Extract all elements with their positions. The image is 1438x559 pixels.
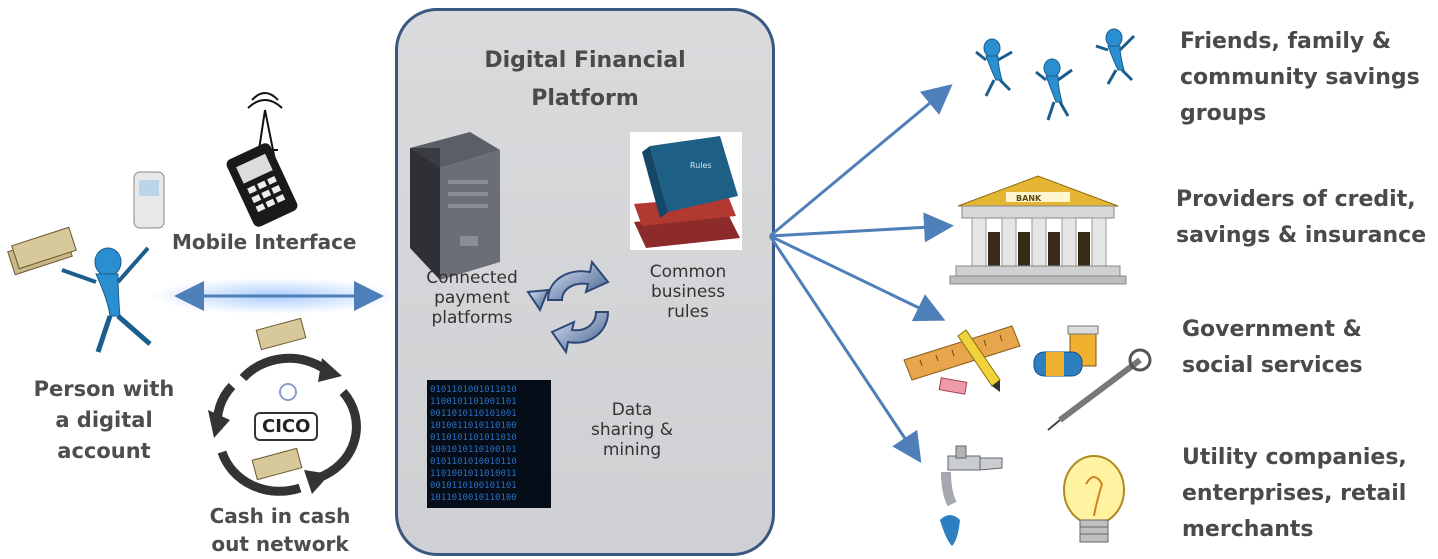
person-label: Person with a digital account [14,374,194,467]
server-icon [410,132,500,280]
medicine-icon [1033,325,1152,431]
government-label: Government & social services [1182,312,1363,384]
savings-groups-line2: community savings [1180,65,1420,90]
binary-data-icon: 0101101001011010 1100101101001101 001101… [427,380,551,508]
savings-groups-line3: groups [1180,101,1267,126]
rules-label-line1: Common [649,262,727,282]
cash-network-label: Cash in cash out network [180,502,380,558]
payment-label-line1: Connected [426,268,518,288]
svg-text:0110101101011010: 0110101101011010 [430,433,517,443]
platform-title: Digital Financial Platform [395,42,775,118]
data-label-line1: Data [611,400,653,420]
book-icon: Rules [630,132,742,250]
svg-text:1101001011010011: 1101001011010011 [430,469,517,479]
business-rules-label: Common business rules [628,262,748,322]
data-label-line2: sharing & [591,420,673,440]
utilities-line2: enterprises, retail [1182,481,1407,506]
arrow-to-utilities [768,235,922,463]
government-line1: Government & [1182,317,1362,342]
phone-icon [133,143,298,229]
svg-text:0101101001011010: 0101101001011010 [430,385,517,395]
faucet-icon [940,445,1003,546]
providers-line1: Providers of credit, [1176,187,1416,212]
utilities-line3: merchants [1182,517,1314,542]
cico-badge: CICO [254,412,319,441]
utilities-label: Utility companies, enterprises, retail m… [1182,440,1407,548]
savings-groups-label: Friends, family & community savings grou… [1180,24,1420,132]
payment-label-line2: payment [434,288,510,308]
people-icon [975,28,1136,121]
cash-network-line1: Cash in cash [209,504,351,528]
rules-label-line3: rules [667,302,709,322]
svg-text:1001010110100101: 1001010110100101 [430,445,517,455]
person-label-line2: a digital [55,408,153,432]
svg-text:0011010110101001: 0011010110101001 [430,409,517,419]
svg-text:1100101101001101: 1100101101001101 [430,397,517,407]
person-icon [61,246,152,353]
financial-providers-label: Providers of credit, savings & insurance [1176,182,1426,254]
cash-network-line2: out network [211,532,349,556]
platform-title-line2: Platform [531,86,639,111]
bank-icon: BANK [949,175,1127,285]
platform-title-line1: Digital Financial [484,48,686,73]
cash-icon [7,226,307,481]
arrow-to-providers [769,212,954,243]
cycle-arrows-icon [526,259,610,355]
svg-text:BANK: BANK [1016,194,1042,203]
mobile-interface-label: Mobile Interface [172,230,357,254]
government-line2: social services [1182,353,1363,378]
arrow-to-savings-groups [769,84,953,238]
data-mining-label: Data sharing & mining [572,400,692,460]
svg-text:0010110100101101: 0010110100101101 [430,481,517,491]
svg-text:Rules: Rules [690,161,712,170]
utilities-line1: Utility companies, [1182,445,1407,470]
lightbulb-icon [1063,455,1125,543]
ruler-pencil-icon [903,325,1021,395]
person-label-line1: Person with [33,377,175,401]
payment-platforms-label: Connected payment platforms [402,268,542,328]
payment-label-line3: platforms [431,308,513,328]
person-label-line3: account [57,439,151,463]
svg-text:1010011010110100: 1010011010110100 [430,421,517,431]
providers-line2: savings & insurance [1176,223,1427,248]
mobile-interface-arrow [150,278,400,314]
svg-text:0101101010010110: 0101101010010110 [430,457,517,467]
distribution-arrows [768,84,954,463]
svg-text:1011010010110100: 1011010010110100 [430,493,517,503]
data-label-line3: mining [602,440,662,460]
savings-groups-line1: Friends, family & [1180,29,1392,54]
arrow-to-government [769,234,946,322]
rules-label-line2: business [650,282,726,302]
